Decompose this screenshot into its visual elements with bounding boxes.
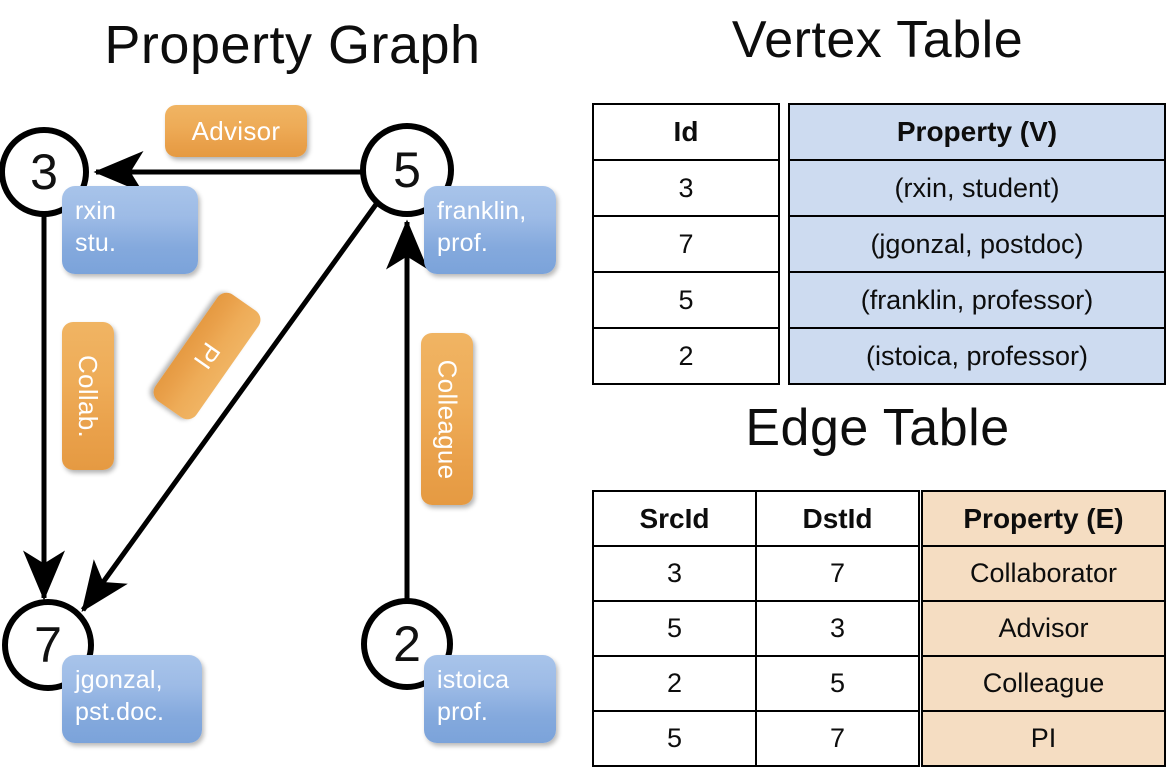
edge-label-advisor: Advisor xyxy=(165,105,307,157)
edge-src-cell: 2 xyxy=(592,655,757,712)
edge-label-collab-text: Collab. xyxy=(73,354,104,438)
edge-label-colleague-text: Colleague xyxy=(432,359,463,479)
edge-property-cell: Advisor xyxy=(921,600,1166,657)
table-header-row: SrcId DstId xyxy=(592,490,920,547)
edge-dst-cell: 7 xyxy=(755,710,920,767)
vertex-property-cell: (rxin, student) xyxy=(788,159,1166,217)
vertex-id-cell: 3 xyxy=(592,159,780,217)
vertex-property-cell: (istoica, professor) xyxy=(788,327,1166,385)
edge-property-cell: Colleague xyxy=(921,655,1166,712)
vertex-property-box-rxin: rxin stu. xyxy=(62,186,198,274)
edge-table-header-srcid: SrcId xyxy=(592,490,757,547)
table-row: 2 xyxy=(592,327,780,385)
vertex-property-box-istoica: istoica prof. xyxy=(424,655,556,743)
table-row: (rxin, student) xyxy=(788,159,1166,217)
page-title-vertex-table: Vertex Table xyxy=(731,11,1024,69)
edge-property-cell: Collaborator xyxy=(921,545,1166,602)
edge-src-cell: 5 xyxy=(592,600,757,657)
vertex-property-box-franklin: franklin, prof. xyxy=(424,186,556,274)
edge-label-collab: Collab. xyxy=(62,322,114,470)
table-row: PI xyxy=(921,710,1166,767)
table-row: Advisor xyxy=(921,600,1166,657)
edge-table-header-dstid: DstId xyxy=(755,490,920,547)
vertex-property-line1: rxin xyxy=(75,197,117,225)
vertex-table-header-id: Id xyxy=(592,103,780,161)
edge-property-cell: PI xyxy=(921,710,1166,767)
vertex-property-line1: istoica xyxy=(437,666,510,694)
table-header-row: Property (E) xyxy=(921,490,1166,547)
table-row: 7 xyxy=(592,215,780,273)
vertex-property-line2: prof. xyxy=(437,698,489,726)
table-row: 5 7 xyxy=(592,710,920,767)
vertex-property-line2: prof. xyxy=(437,229,489,257)
edge-src-cell: 3 xyxy=(592,545,757,602)
vertex-id-cell: 5 xyxy=(592,271,780,329)
edge-table-header-property: Property (E) xyxy=(921,490,1166,547)
vertex-property-cell: (franklin, professor) xyxy=(788,271,1166,329)
table-row: (istoica, professor) xyxy=(788,327,1166,385)
table-header-row: Id xyxy=(592,103,780,161)
edge-dst-cell: 7 xyxy=(755,545,920,602)
table-row: 5 xyxy=(592,271,780,329)
table-header-row: Property (V) xyxy=(788,103,1166,161)
property-graph-diagram: 3 5 7 2 rxin stu. franklin, prof. jgonza… xyxy=(0,0,585,760)
vertex-table-id-column: Id 3 7 5 2 xyxy=(592,103,780,385)
vertex-property-box-jgonzal: jgonzal, pst.doc. xyxy=(62,655,202,743)
vertex-property-line1: jgonzal, xyxy=(75,666,163,694)
table-row: Colleague xyxy=(921,655,1166,712)
page-title-edge-table: Edge Table xyxy=(745,399,1010,457)
table-row: 3 xyxy=(592,159,780,217)
edge-label-advisor-text: Advisor xyxy=(191,115,281,146)
table-row: (franklin, professor) xyxy=(788,271,1166,329)
table-row: 2 5 xyxy=(592,655,920,712)
vertex-property-cell: (jgonzal, postdoc) xyxy=(788,215,1166,273)
vertex-table-property-column: Property (V) (rxin, student) (jgonzal, p… xyxy=(788,103,1166,385)
edge-table-property-column: Property (E) Collaborator Advisor Collea… xyxy=(921,490,1166,767)
vertex-property-line1: franklin, xyxy=(437,197,527,225)
edge-label-colleague: Colleague xyxy=(421,333,473,505)
edge-label-pi-text: PI xyxy=(187,337,227,376)
vertex-table-header-property: Property (V) xyxy=(788,103,1166,161)
edge-5-to-7 xyxy=(80,201,380,613)
vertex-property-line2: pst.doc. xyxy=(75,698,165,726)
table-row: Collaborator xyxy=(921,545,1166,602)
page-title-property-graph: Property Graph xyxy=(104,15,481,75)
edge-src-cell: 5 xyxy=(592,710,757,767)
vertex-property-line2: stu. xyxy=(75,229,117,257)
vertex-id-cell: 2 xyxy=(592,327,780,385)
edge-table-src-dst-columns: SrcId DstId 3 7 5 3 2 5 5 7 xyxy=(592,490,920,767)
table-row: 3 7 xyxy=(592,545,920,602)
edge-dst-cell: 5 xyxy=(755,655,920,712)
table-row: 5 3 xyxy=(592,600,920,657)
edge-dst-cell: 3 xyxy=(755,600,920,657)
table-row: (jgonzal, postdoc) xyxy=(788,215,1166,273)
vertex-id-cell: 7 xyxy=(592,215,780,273)
